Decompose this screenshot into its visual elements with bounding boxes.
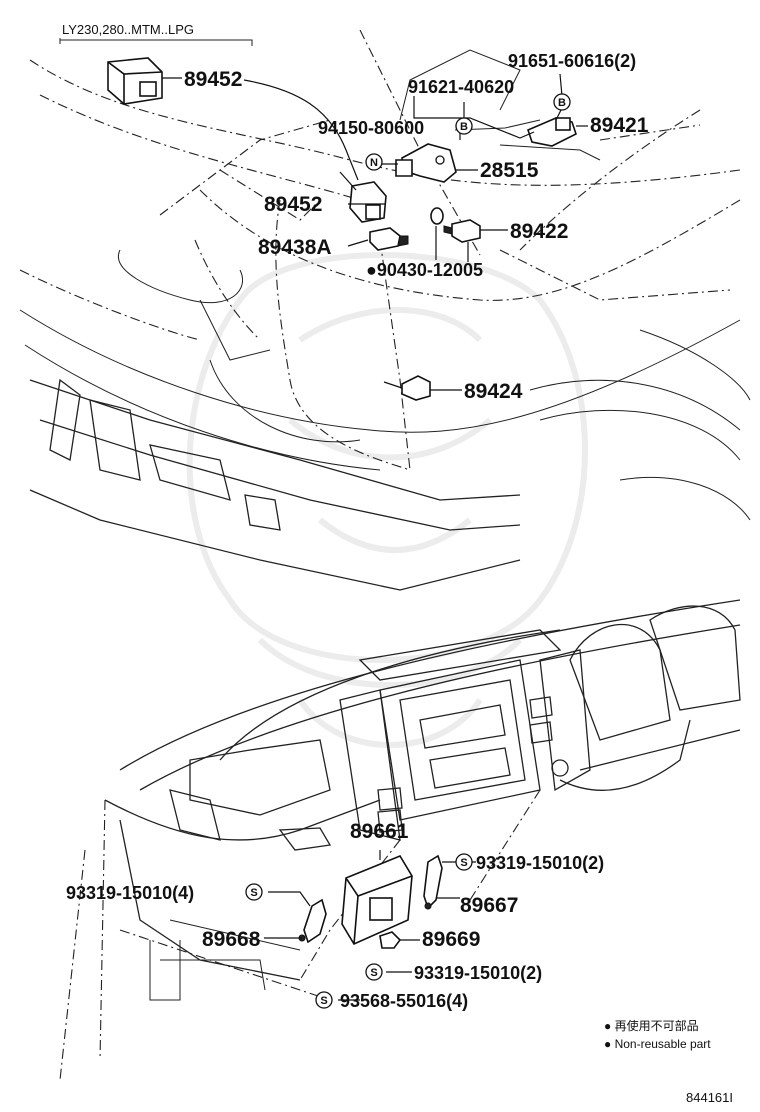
diagram-id: 844161I — [686, 1090, 733, 1105]
label-89452-top: 89452 — [184, 68, 242, 91]
part-90430-washer — [430, 207, 444, 225]
part-89422-switch — [443, 219, 481, 243]
instrument-panel-outline — [59, 599, 741, 1081]
label-89421: 89421 — [590, 114, 649, 137]
label-89452-mid: 89452 — [264, 193, 322, 216]
label-93319-15010-2a: 93319-15010(2) — [476, 853, 604, 873]
part-89661-ecu — [341, 855, 413, 946]
legend-non-reusable-zh: ● 再使用不可部品 — [604, 1018, 699, 1033]
front-bumper-outline — [19, 269, 751, 591]
svg-text:S: S — [320, 995, 327, 1007]
part-89438a-sensor — [369, 227, 409, 251]
label-89669: 89669 — [422, 928, 480, 951]
watermark-emblem — [186, 252, 588, 748]
part-89421-sensor — [527, 117, 577, 147]
part-28515-bracket — [395, 143, 457, 183]
label-89668: 89668 — [202, 928, 261, 951]
marker-s-1: S — [455, 853, 473, 871]
part-89668-bracket — [298, 898, 327, 944]
marker-s-3: S — [365, 963, 383, 981]
svg-text:S: S — [370, 967, 377, 979]
svg-text:B: B — [558, 97, 566, 109]
svg-text:S: S — [250, 887, 257, 899]
marker-s-4: S — [315, 991, 333, 1009]
label-89422: 89422 — [510, 220, 568, 243]
label-93568-55016: 93568-55016(4) — [340, 991, 468, 1011]
label-90430-12005: ●90430-12005 — [366, 260, 483, 280]
label-89661: 89661 — [350, 820, 409, 843]
marker-n: N — [365, 153, 383, 171]
svg-text:N: N — [370, 157, 378, 169]
svg-text:B: B — [460, 121, 468, 133]
label-89667: 89667 — [460, 894, 518, 917]
part-89669-connector — [379, 931, 402, 949]
label-94150-80600: 94150-80600 — [318, 118, 424, 138]
marker-s-2: S — [245, 883, 263, 901]
part-89452-sensor-mid — [349, 181, 387, 223]
part-89452-module-top — [59, 38, 253, 105]
part-89424-sensor — [383, 375, 431, 401]
variant-caption: LY230,280..MTM..LPG — [62, 22, 194, 37]
marker-b-1: B — [553, 93, 571, 111]
svg-text:S: S — [460, 857, 467, 869]
part-89667-bracket — [423, 854, 443, 910]
marker-b-2: B — [455, 117, 473, 135]
label-91621-40620: 91621-40620 — [408, 77, 514, 97]
label-93319-15010-2b: 93319-15010(2) — [414, 963, 542, 983]
label-89438a: 89438A — [258, 236, 332, 259]
legend-non-reusable-en: ● Non-reusable part — [604, 1037, 711, 1051]
label-91651-60616: 91651-60616(2) — [508, 51, 636, 71]
upper-body-outline — [19, 29, 741, 471]
label-28515: 28515 — [480, 159, 539, 182]
label-89424: 89424 — [464, 380, 523, 403]
label-93319-15010-4: 93319-15010(4) — [66, 883, 194, 903]
